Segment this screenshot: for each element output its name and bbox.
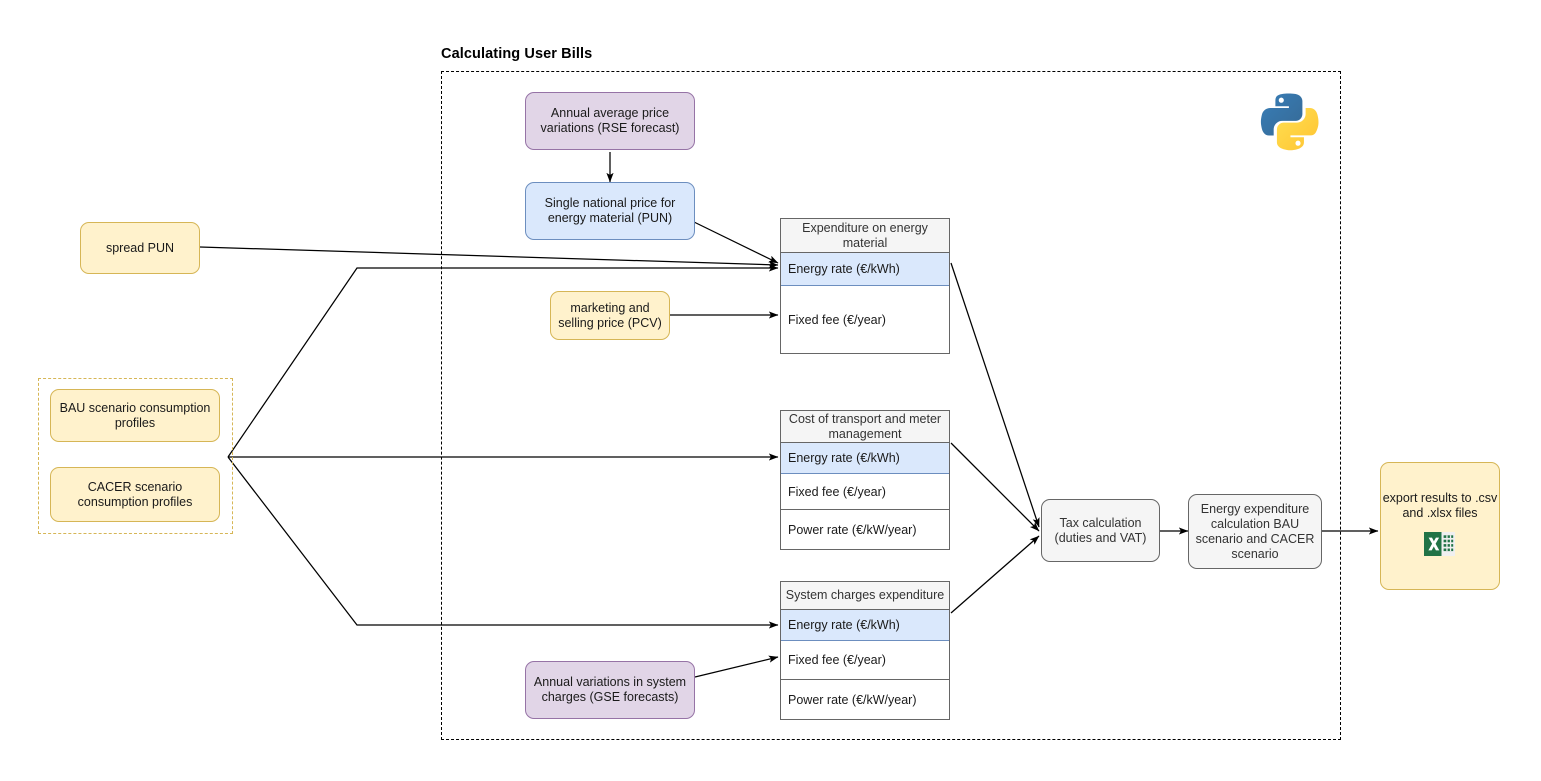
node-export-results[interactable]: export results to .csv and .xlsx files — [1380, 462, 1500, 590]
table-row-energy-rate[interactable]: Energy rate (€/kWh) — [781, 253, 949, 286]
node-energy-expenditure-calculation[interactable]: Energy expenditure calculation BAU scena… — [1188, 494, 1322, 569]
table-row-energy-rate[interactable]: Energy rate (€/kWh) — [781, 443, 949, 474]
page-title: Calculating User Bills — [441, 46, 593, 62]
node-label: spread PUN — [105, 240, 175, 255]
excel-file-icon — [1423, 527, 1457, 561]
node-rse-price-variations[interactable]: Annual average price variations (RSE for… — [525, 92, 695, 150]
node-label: CACER scenario consumption profiles — [77, 479, 193, 509]
node-label: marketing and selling price (PCV) — [558, 300, 662, 330]
table-header: System charges expenditure — [781, 582, 949, 610]
node-label: Annual variations in system charges (GSE… — [533, 675, 687, 704]
node-pun-price[interactable]: Single national price for energy materia… — [525, 182, 695, 240]
table-row-energy-rate[interactable]: Energy rate (€/kWh) — [781, 610, 949, 641]
node-bau-consumption-profiles[interactable]: BAU scenario consumption profiles — [50, 389, 220, 442]
table-cost-of-transport-and-meter-management: Cost of transport and meter management E… — [780, 410, 950, 550]
node-gse-system-charges-variations[interactable]: Annual variations in system charges (GSE… — [525, 661, 695, 719]
table-row-fixed-fee[interactable]: Fixed fee (€/year) — [781, 641, 949, 680]
table-header: Expenditure on energy material — [781, 219, 949, 253]
table-system-charges-expenditure: System charges expenditure Energy rate (… — [780, 581, 950, 720]
table-row-fixed-fee[interactable]: Fixed fee (€/year) — [781, 474, 949, 510]
node-spread-pun[interactable]: spread PUN — [80, 222, 200, 274]
node-label: Single national price for energy materia… — [544, 196, 676, 225]
node-label: BAU scenario consumption profiles — [59, 400, 211, 430]
table-row-power-rate[interactable]: Power rate (€/kW/year) — [788, 692, 917, 707]
node-tax-calculation[interactable]: Tax calculation (duties and VAT) — [1041, 499, 1160, 562]
table-header: Cost of transport and meter management — [781, 411, 949, 443]
node-pcv-price[interactable]: marketing and selling price (PCV) — [550, 291, 670, 340]
node-cacer-consumption-profiles[interactable]: CACER scenario consumption profiles — [50, 467, 220, 522]
table-expenditure-on-energy-material: Expenditure on energy material Energy ra… — [780, 218, 950, 354]
table-row-power-rate[interactable]: Power rate (€/kW/year) — [788, 522, 917, 537]
table-row-fixed-fee[interactable]: Fixed fee (€/year) — [788, 312, 886, 327]
node-label: Energy expenditure calculation BAU scena… — [1195, 501, 1315, 561]
node-label: Annual average price variations (RSE for… — [540, 106, 680, 135]
node-label: export results to .csv and .xlsx files — [1382, 491, 1498, 520]
node-label: Tax calculation (duties and VAT) — [1054, 515, 1147, 545]
consumption-profiles-group — [38, 378, 233, 534]
python-logo-icon — [1258, 90, 1320, 152]
